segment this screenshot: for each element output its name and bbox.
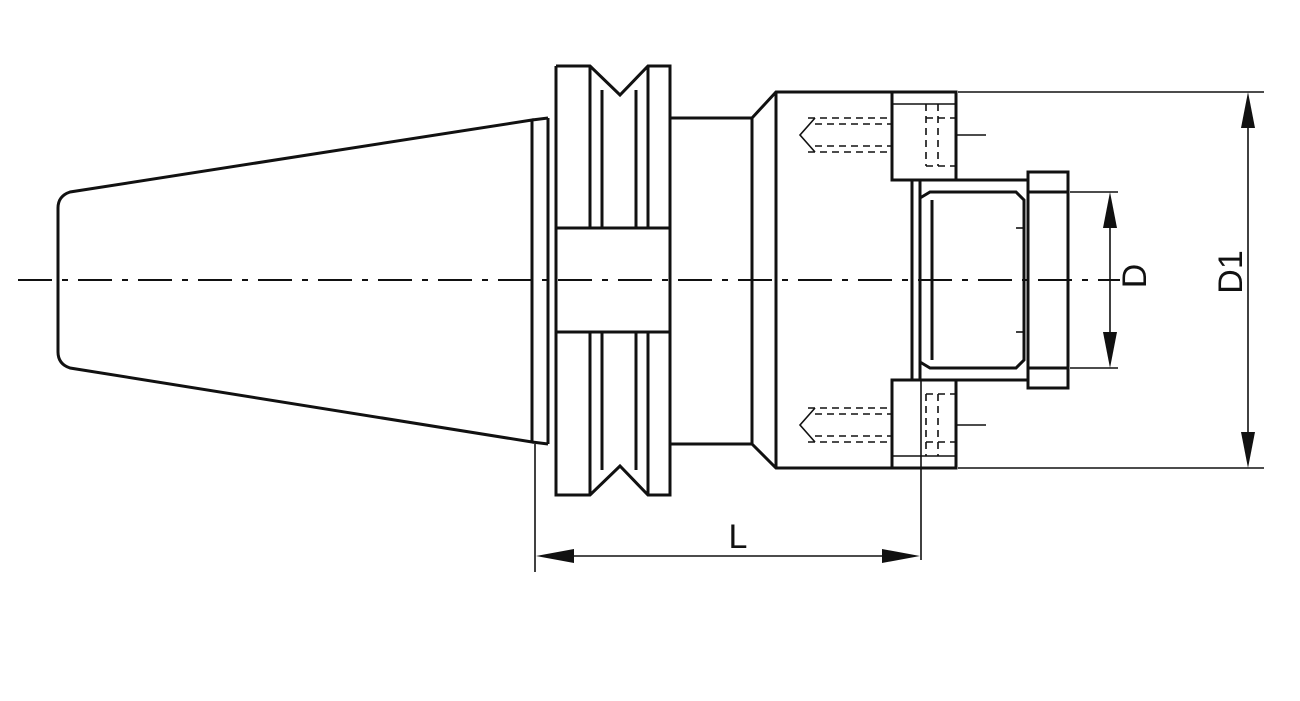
taper-collar-top (531, 116, 549, 122)
lower-clamp-screw (798, 378, 986, 470)
bore-insert (919, 170, 1070, 390)
neck (670, 116, 754, 446)
dimension-d: D (1070, 191, 1154, 369)
d1-label: D1 (1212, 250, 1250, 293)
dimension-l: L (534, 380, 922, 572)
taper-shank (56, 118, 534, 444)
upper-clamp-screw (798, 90, 986, 182)
l-label: L (729, 518, 748, 556)
face-plate (910, 178, 1028, 382)
dimension-d1: D1 (958, 91, 1264, 469)
clamp-nut (1026, 170, 1070, 390)
drive-slot (554, 226, 672, 334)
taper-collar-bottom (531, 440, 549, 446)
flange (554, 64, 672, 497)
d-label: D (1116, 264, 1154, 289)
